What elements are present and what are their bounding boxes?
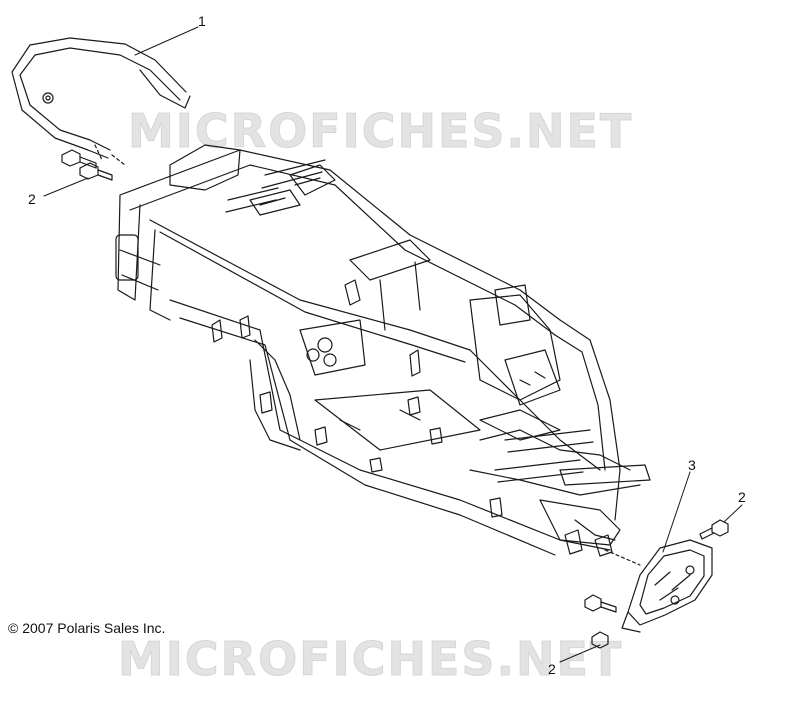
bolt-right [699,519,729,540]
bolt-lower-b [591,631,609,649]
watermark-top: MICROFICHES.NET [127,104,634,158]
copyright-notice: © 2007 Polaris Sales Inc. [8,620,166,636]
bolt-upper-left-a [61,149,97,169]
callout-1: 1 [198,13,206,29]
callout-3: 3 [688,457,696,473]
bolt-upper-left-b [79,162,113,181]
watermark-bottom: MICROFICHES.NET [117,632,624,686]
bolt-lower-a [584,594,617,613]
callout-2-lower: 2 [548,661,556,677]
rear-grab-bar-part [11,37,191,166]
leader-lines [43,26,743,663]
callout-2-upper-left: 2 [28,191,36,207]
callout-2-right: 2 [738,489,746,505]
main-frame [115,144,651,557]
front-bumper-part [604,539,713,633]
